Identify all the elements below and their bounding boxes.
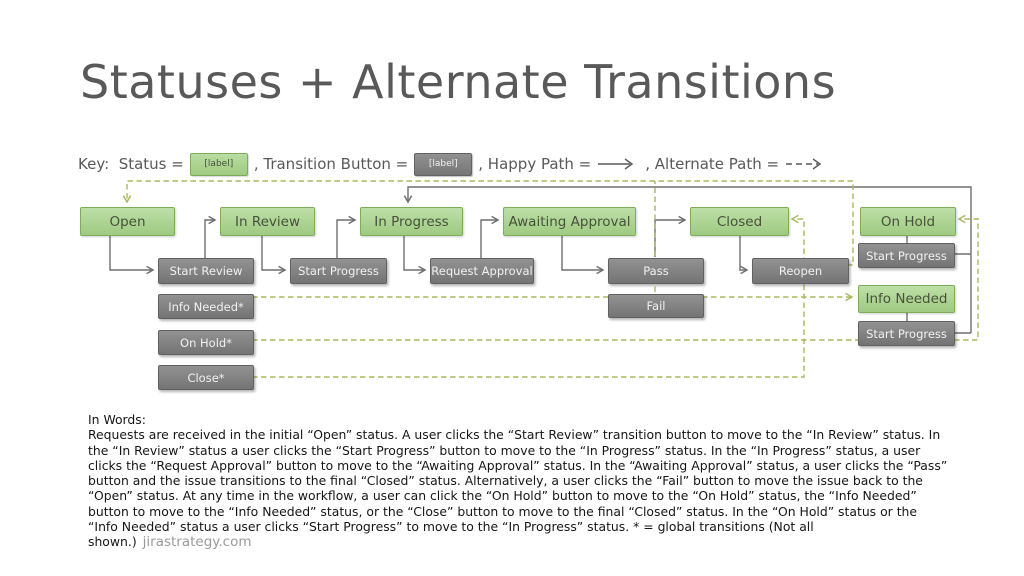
in-words-heading: In Words: <box>88 412 146 427</box>
status-on-hold: On Hold <box>860 207 956 236</box>
legend-key: Key: Status = [label] , Transition Butto… <box>78 152 827 176</box>
transition-sample-badge: [label] <box>414 152 473 176</box>
status-info-needed: Info Needed <box>858 285 955 313</box>
transition-start-progress: Start Progress <box>290 258 387 284</box>
transition-on-hold-global: On Hold* <box>158 330 254 355</box>
transition-pass: Pass <box>608 258 704 284</box>
alternate-path-arrow-icon <box>786 158 822 170</box>
status-closed: Closed <box>690 207 789 236</box>
key-transition-label: , Transition Button = <box>253 155 409 173</box>
in-words-body: Requests are received in the initial “Op… <box>88 427 950 550</box>
transition-fail: Fail <box>608 294 704 318</box>
key-happy-label: , Happy Path = <box>478 155 592 173</box>
key-alternate-label: , Alternate Path = <box>645 155 780 173</box>
transition-start-review: Start Review <box>158 258 254 284</box>
status-in-review: In Review <box>220 207 315 236</box>
transition-info-needed-global: Info Needed* <box>158 294 254 319</box>
status-awaiting-approval: Awaiting Approval <box>503 207 636 236</box>
key-status-label: Key: Status = <box>78 155 184 173</box>
status-in-progress: In Progress <box>360 207 463 236</box>
transition-close-global: Close* <box>158 365 254 390</box>
watermark: jirastrategy.com <box>142 534 252 551</box>
in-words-text: Requests are received in the initial “Op… <box>88 427 948 550</box>
status-sample-badge: [label] <box>189 152 248 176</box>
transition-reopen: Reopen <box>752 258 849 284</box>
transition-request-approval: Request Approval <box>430 258 534 284</box>
page-title: Statuses + Alternate Transitions <box>80 55 837 109</box>
happy-path-arrow-icon <box>598 158 634 170</box>
transition-start-progress-on-hold: Start Progress <box>858 243 955 268</box>
status-open: Open <box>80 207 175 236</box>
in-words-block: In Words: Requests are received in the i… <box>88 412 950 551</box>
transition-start-progress-info-needed: Start Progress <box>858 321 955 346</box>
